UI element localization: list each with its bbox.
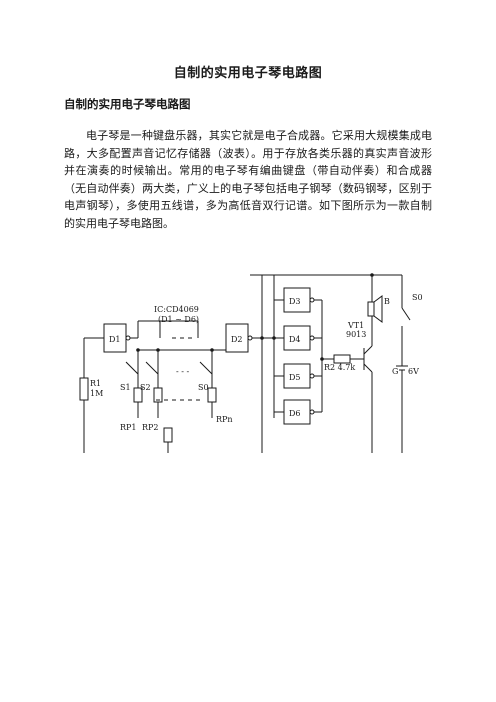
label-rpn: RPn [216,415,233,424]
label-s1: S1 [120,383,131,392]
label-d6: D6 [289,409,301,418]
label-d5: D5 [289,373,301,382]
label-d4: D4 [289,335,301,344]
body-paragraph: 电子琴是一种键盘乐器，其实它就是电子合成器。它采用大规模集成电路，大多配置声音记… [64,129,432,230]
label-d1: D1 [109,335,121,344]
label-vt1: VT1 [347,321,364,330]
label-r1-value: 1M [90,389,103,398]
label-r1: R1 [90,379,101,388]
label-ic-range: (D1 ~ D6) [158,315,199,324]
label-battery-value: 6V [408,367,419,376]
label-d3: D3 [289,297,301,306]
circuit-svg: D1 D2 D3 D4 D5 D6 IC:CD4069 (D1 ~ D6) - … [79,273,423,453]
label-power-switch: S0 [412,293,423,302]
label-d2: D2 [231,335,243,344]
label-rp1: RP1 [120,423,137,432]
page-title: 自制的实用电子琴电路图 [173,66,323,81]
label-9013: 9013 [346,330,366,339]
label-rp2: RP2 [142,423,159,432]
label-s0: S0 [198,383,209,392]
label-speaker: B [384,297,390,306]
section-heading: 自制的实用电子琴电路图 [64,97,191,111]
label-r2: R2 4.7k [324,363,355,372]
label-dashes: - - - [176,367,189,376]
label-ic: IC:CD4069 [154,305,199,314]
circuit-diagram: D1 D2 D3 D4 D5 D6 IC:CD4069 (D1 ~ D6) - … [66,268,432,457]
label-battery: G [392,367,398,376]
label-s2: S2 [140,383,151,392]
